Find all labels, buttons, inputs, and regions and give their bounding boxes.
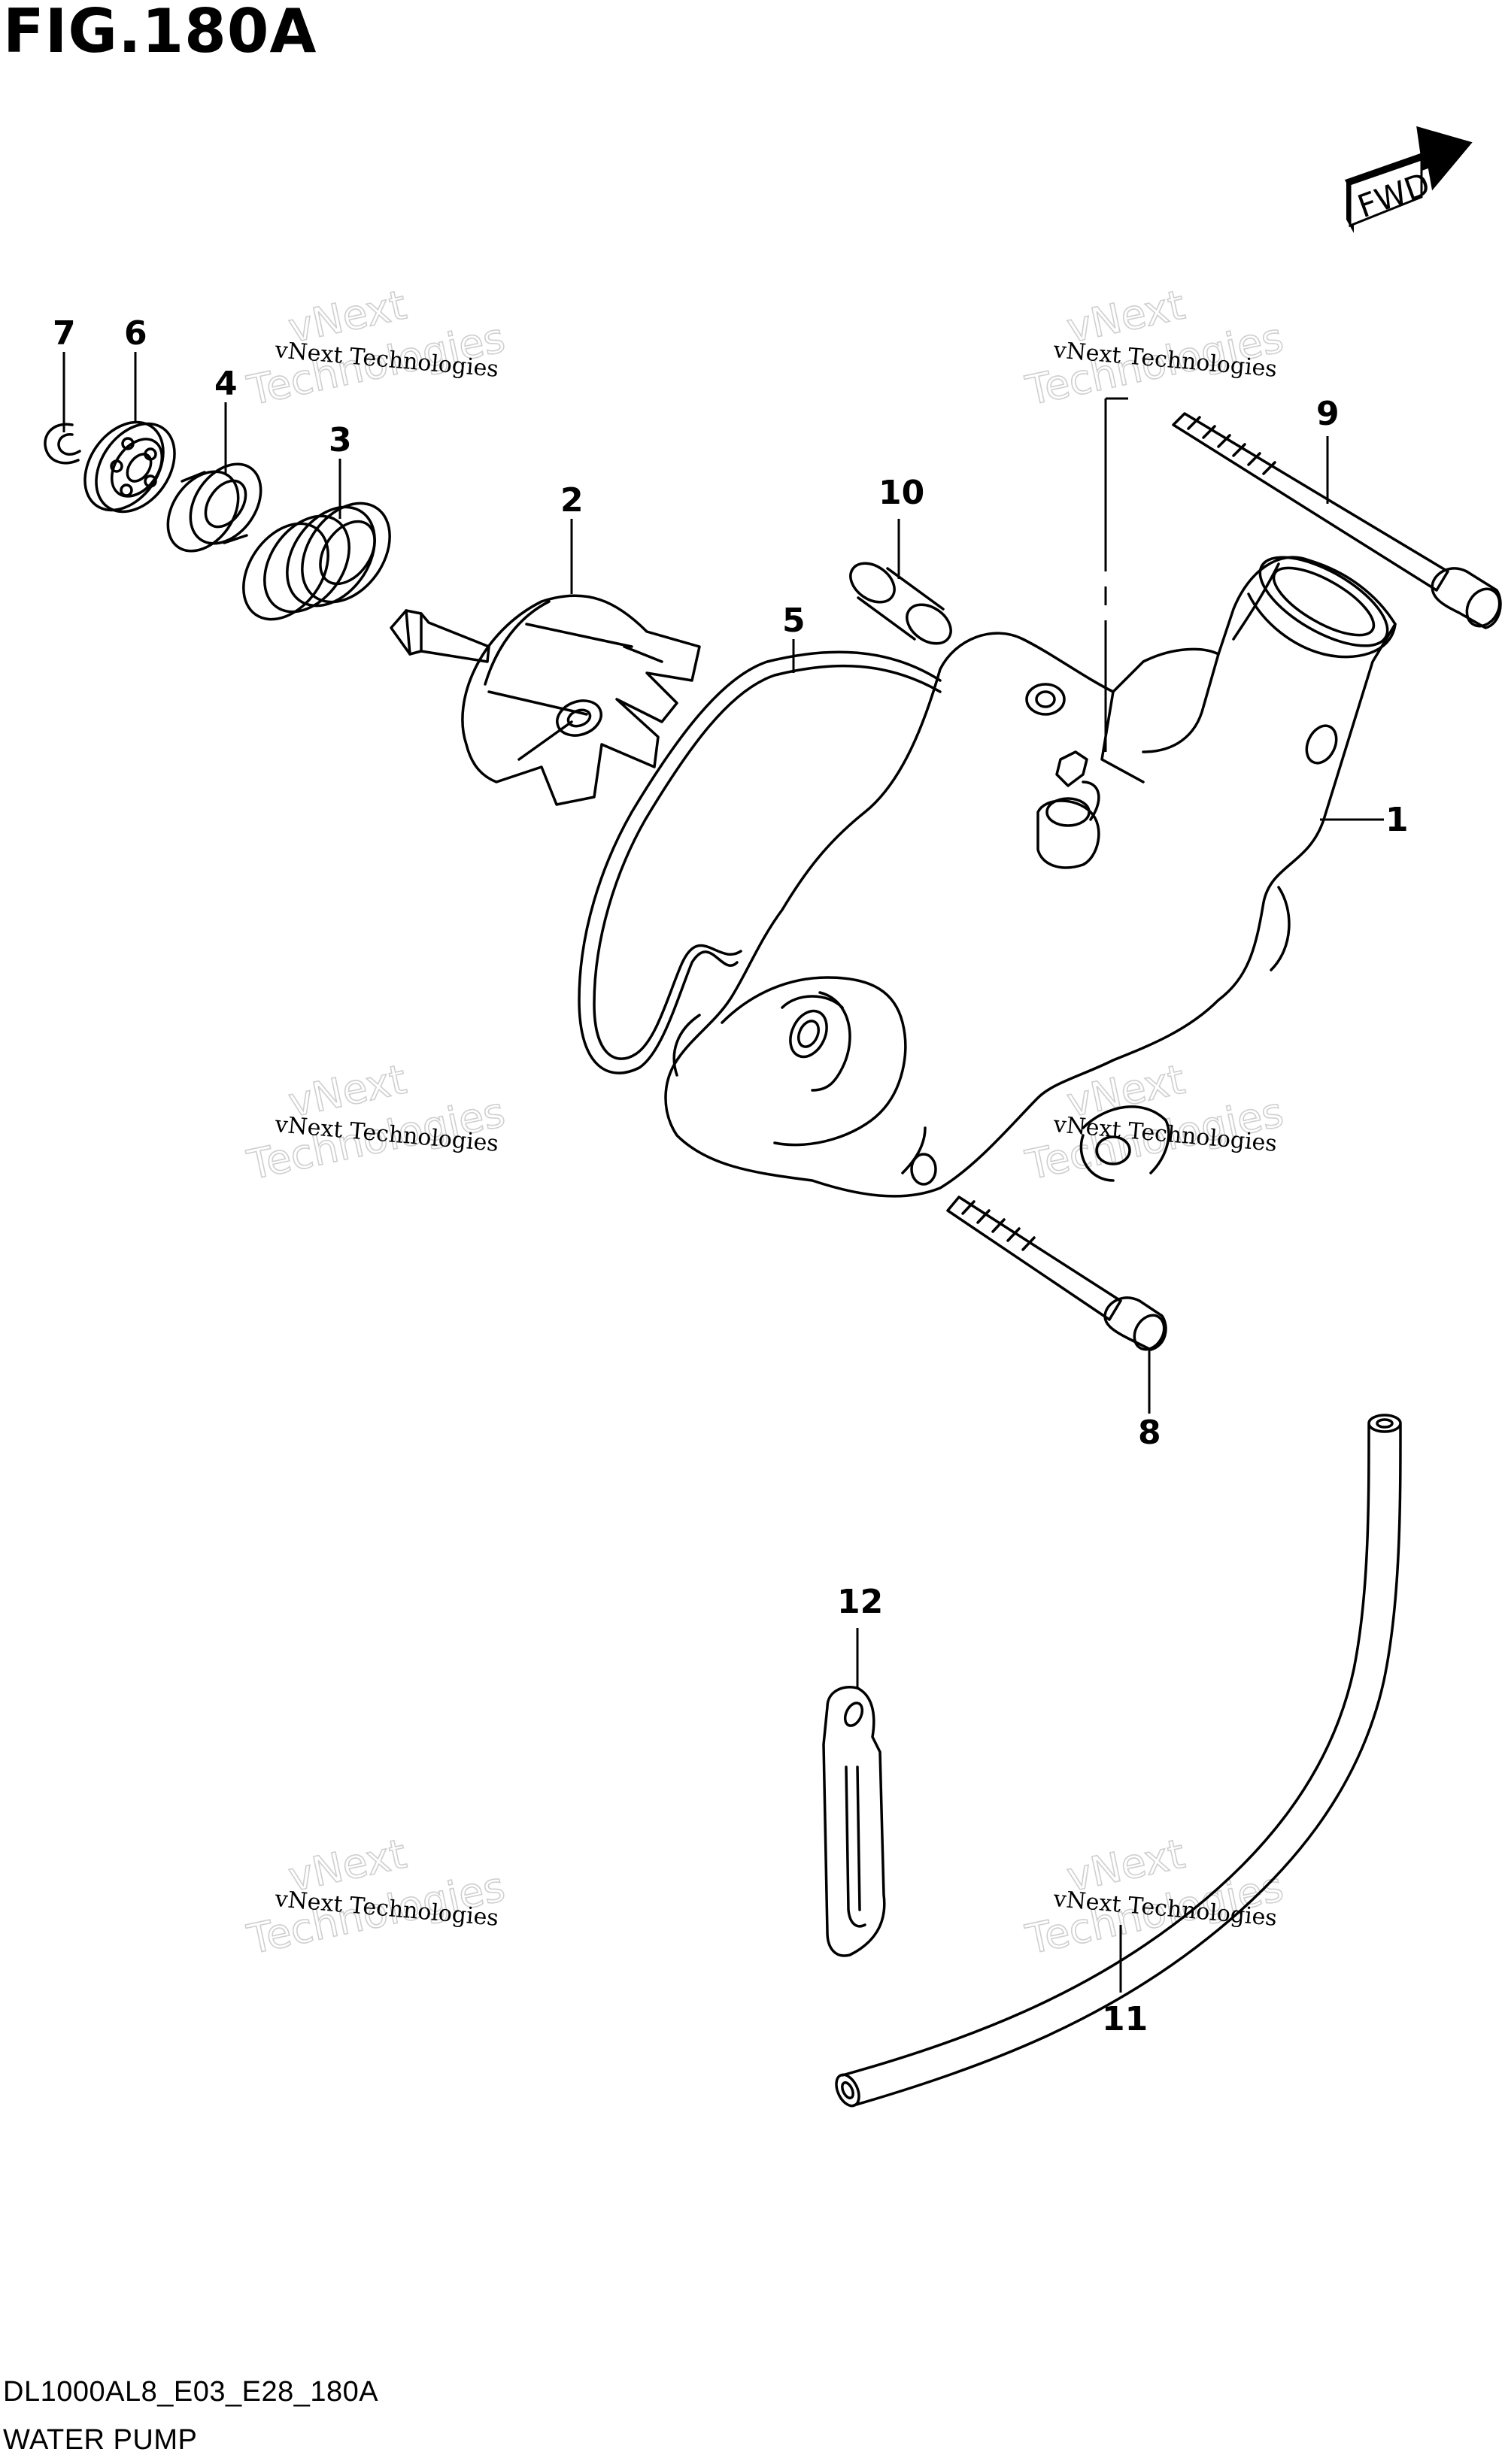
callout-9: 9 [1316, 395, 1340, 433]
seal-part-4 [166, 462, 262, 553]
diagram-code: DL1000AL8_E03_E28_180A [3, 2376, 379, 2408]
o-ring-part-5 [578, 650, 942, 1074]
hose-clamp-part-12 [822, 1686, 886, 1957]
watermark: vNext Technologies [242, 280, 509, 415]
bolt-part-8 [946, 1196, 1167, 1351]
callout-5: 5 [782, 602, 806, 640]
watermark: vNext Technologies [242, 1055, 509, 1190]
bearing-part-6 [83, 420, 176, 514]
bolt-part-9 [1055, 412, 1502, 787]
watermark: vNext Technologies [1021, 1829, 1288, 1964]
callout-7: 7 [53, 314, 76, 353]
callout-12: 12 [837, 1583, 883, 1621]
dowel-pin-part-10 [849, 562, 952, 645]
callout-11: 11 [1102, 2000, 1148, 2038]
fwd-arrow-icon: FWD [1344, 126, 1473, 233]
callout-2: 2 [560, 481, 584, 520]
watermark: vNext Technologies [242, 1829, 509, 1964]
mechanical-seal-part-3 [242, 502, 391, 621]
water-pump-cover-part-1 [664, 556, 1397, 1198]
callout-1: 1 [1385, 801, 1409, 839]
leader-lines [62, 352, 1384, 1993]
watermark: vNext Technologies [1021, 280, 1288, 415]
watermark: vNext Technologies [1021, 1055, 1288, 1190]
callouts: 1 2 3 4 5 6 7 8 9 10 11 12 [53, 314, 1409, 2038]
impeller-part-2 [390, 594, 701, 806]
exploded-view [44, 412, 1502, 2108]
callout-4: 4 [214, 365, 238, 403]
callout-6: 6 [124, 314, 147, 353]
callout-8: 8 [1138, 1414, 1161, 1452]
callout-10: 10 [878, 474, 924, 512]
circlip-part-7 [44, 423, 81, 465]
diagram-name: WATER PUMP [3, 2424, 198, 2456]
hose-part-11 [835, 1414, 1402, 2108]
figure-title: FIG.180A [3, 0, 317, 66]
watermarks: vNext Technologies vNext Technologies vN… [242, 280, 1288, 1964]
callout-3: 3 [329, 421, 352, 459]
